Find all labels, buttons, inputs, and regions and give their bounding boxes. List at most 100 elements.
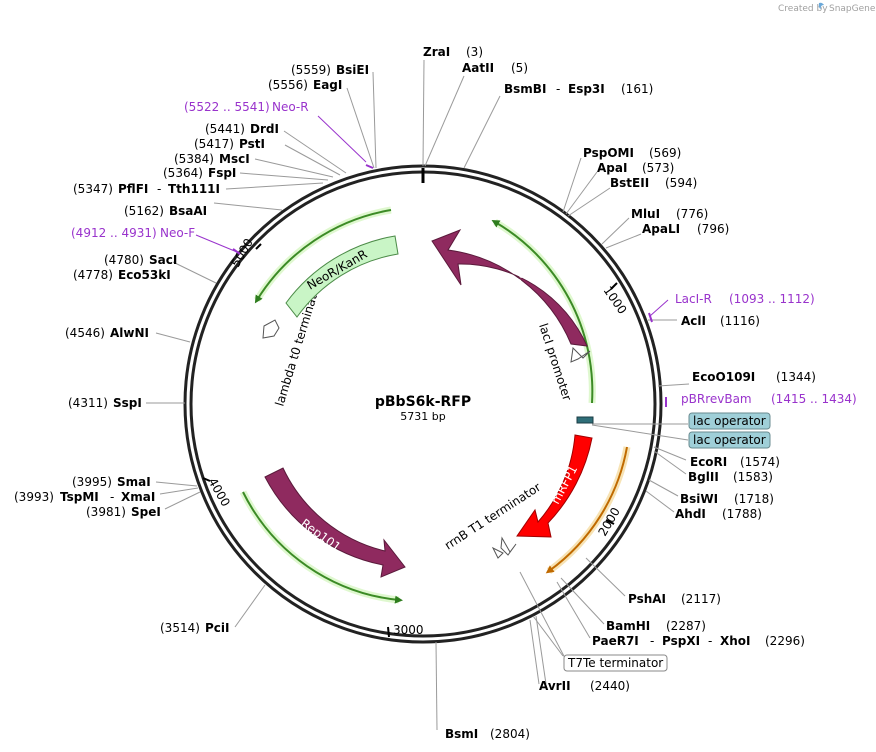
svg-text:BsiWI: BsiWI [680,492,718,506]
svg-text:(4780): (4780) [104,253,144,267]
brand-prefix: Created by [778,4,828,14]
boxed-labels[interactable]: lac operator lac operator T7Te terminato… [563,412,771,672]
svg-text:(5417): (5417) [194,137,234,151]
svg-text:AclI: AclI [681,314,706,328]
svg-text:AlwNI: AlwNI [110,326,149,340]
mrfp1-arrow [516,434,593,538]
orf-arc-rep101 [242,491,403,604]
tick-label: 3000 [393,623,424,637]
primer-pbrrevbam: pBRrevBam(1415 .. 1434) [681,392,857,406]
tick-mark [255,243,262,250]
orf-arc-mrfp1 [545,446,628,574]
svg-text:PshAI: PshAI [628,592,666,606]
svg-text:FspI: FspI [208,166,236,180]
site-bamhi: BamHI (2287) [606,619,706,633]
svg-text:lac operator: lac operator [693,414,766,428]
svg-text:(573): (573) [642,161,674,175]
svg-text:EcoO109I: EcoO109I [692,370,755,384]
primer-neo-f: (4912 .. 4931)Neo-F [71,226,195,240]
svg-text:Neo-R: Neo-R [272,100,309,114]
site-bsaai: (5162) BsaAI [124,204,207,218]
site-ecori: EcoRI (1574) [690,455,780,469]
svg-text:BsaAI: BsaAI [169,204,207,218]
tick-mark [605,519,615,525]
t7te-terminator-box: T7Te terminator [563,654,668,672]
svg-text:(5559): (5559) [291,63,331,77]
site-pspomi: PspOMI (569) [583,146,681,160]
tick-label: 5000 [228,236,255,269]
brand-name: SnapGene [829,4,876,14]
lacI-arrow [431,228,588,347]
svg-text:BglII: BglII [688,470,719,484]
svg-text:PspOMI: PspOMI [583,146,634,160]
svg-text:SmaI: SmaI [117,475,151,489]
svg-text:PaeR7I: PaeR7I [592,634,639,648]
feature-rrnB-terminator[interactable]: rrnB T1 terminator [442,480,543,559]
rep101-arrow [264,467,406,578]
svg-text:BamHI: BamHI [606,619,650,633]
svg-text:-: - [708,634,712,648]
site-apai: ApaI (573) [597,161,674,175]
svg-text:(5364): (5364) [163,166,203,180]
svg-text:(796): (796) [697,222,729,236]
svg-text:(4311): (4311) [68,396,108,410]
svg-text:(4912 .. 4931): (4912 .. 4931) [71,226,157,240]
svg-text:ApaLI: ApaLI [642,222,680,236]
svg-text:(2117): (2117) [681,592,721,606]
svg-text:MluI: MluI [631,207,660,221]
lac-operator-marker[interactable] [576,416,594,424]
rrnB-terminator-label: rrnB T1 terminator [442,480,543,553]
svg-text:TspMI: TspMI [60,490,99,504]
rrnB-terminator-arrow [500,536,517,556]
svg-text:XhoI: XhoI [720,634,751,648]
site-ahdi: AhdI(1788) [675,507,762,521]
svg-text:(5162): (5162) [124,204,164,218]
primer-markers [195,115,669,407]
orf-arcs [239,206,631,604]
svg-text:AatII: AatII [462,61,494,75]
svg-text:ZraI: ZraI [423,45,450,59]
svg-text:EcoRI: EcoRI [690,455,727,469]
svg-text:(1574): (1574) [740,455,780,469]
site-drdi: (5441) DrdI [205,122,279,136]
svg-text:(2287): (2287) [666,619,706,633]
svg-text:(3993): (3993) [14,490,54,504]
lacI-promoter-arrow [570,346,591,363]
site-tspmi: (3993)TspMI-XmaI [14,490,155,504]
site-paer7i: PaeR7I-PspXI-XhoI(2296) [592,634,805,648]
site-saci: (4780)SacI [104,253,177,267]
site-acli: AclI(1116) [681,314,760,328]
svg-text:(4778): (4778) [73,268,113,282]
restriction-sites: ZraI(3) AatII(5) BsmBI-Esp3I(161) PspOMI… [14,45,816,741]
site-zrai: ZraI (3) [423,45,483,59]
feature-rep101[interactable]: Rep101 [264,467,406,578]
svg-text:(594): (594) [665,176,697,190]
svg-text:(3): (3) [466,45,483,59]
svg-text:DrdI: DrdI [250,122,279,136]
svg-text:pBRrevBam: pBRrevBam [681,392,752,406]
tick-mark [202,477,211,482]
lac-operator-box-2: lac operator [688,431,771,449]
site-bsiei: (5559)BsiEI [291,63,369,77]
svg-text:(569): (569) [649,146,681,160]
svg-text:BsmI: BsmI [445,727,478,741]
svg-text:PspXI: PspXI [662,634,700,648]
svg-text:T7Te terminator: T7Te terminator [567,656,663,670]
tick-mark [387,626,390,638]
lac-operator-box-1: lac operator [688,412,771,430]
t7te-terminator-arrow [491,546,504,559]
svg-text:(5441): (5441) [205,122,245,136]
primers: (5522 .. 5541)Neo-R LacI-R(1093 .. 1112)… [71,100,857,406]
site-eco53ki: (4778)Eco53kI [73,268,171,282]
svg-text:(5): (5) [511,61,528,75]
svg-text:Tth111I: Tth111I [168,182,220,196]
primer-laci-r: LacI-R(1093 .. 1112) [675,292,815,306]
site-bglii: BglII (1583) [688,470,773,484]
svg-text:(5522 .. 5541): (5522 .. 5541) [184,100,270,114]
svg-text:(776): (776) [676,207,708,221]
site-pcii: (3514)PciI [160,621,230,635]
svg-text:(1583): (1583) [733,470,773,484]
site-eagi: (5556)EagI [268,78,342,92]
svg-text:ApaI: ApaI [597,161,627,175]
site-avrii: AvrII(2440) [539,679,630,693]
